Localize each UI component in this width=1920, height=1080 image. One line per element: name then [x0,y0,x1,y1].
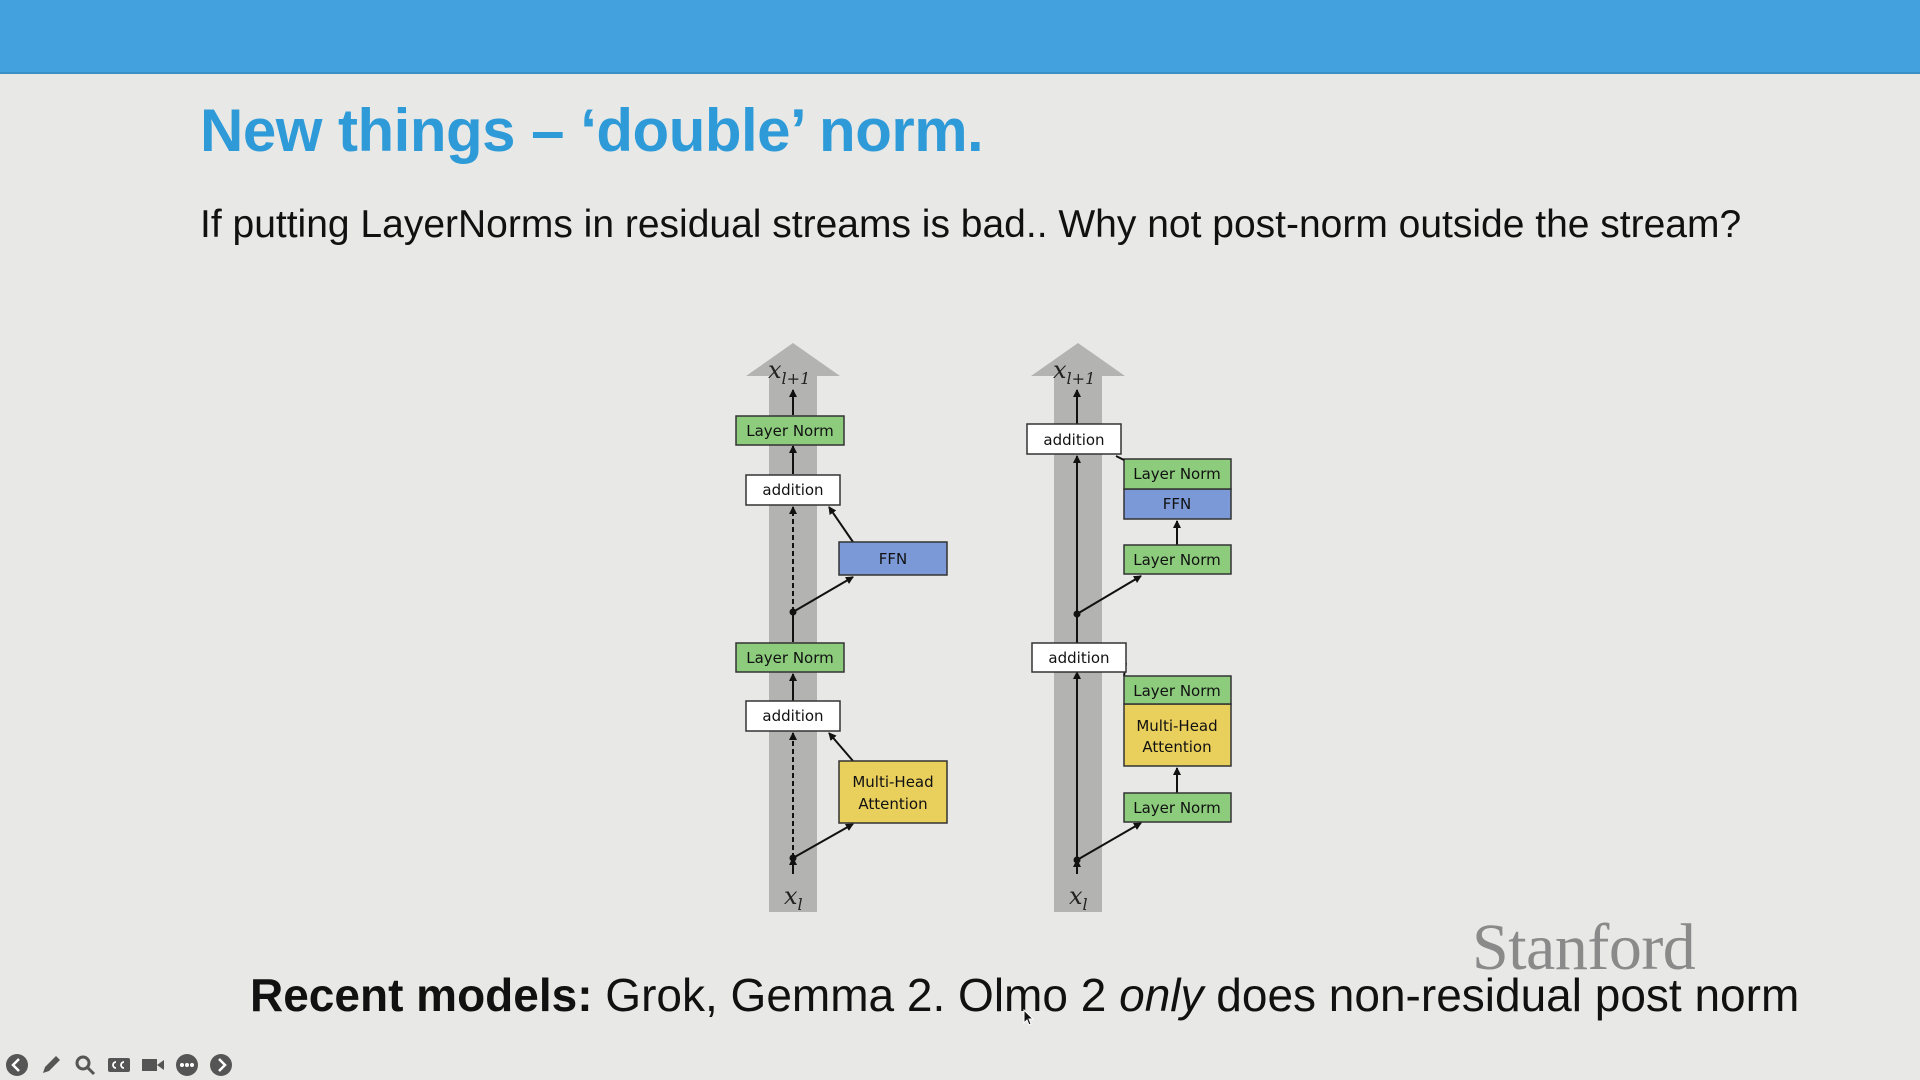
previous-button[interactable] [4,1052,30,1078]
stanford-logo: Stanford [1472,911,1696,984]
right-ffn-label: FFN [1163,495,1191,513]
right-mha-post-norm-box [1123,675,1232,705]
left-mha-label-1: Multi-Head [852,773,933,791]
slide-subtitle: If putting LayerNorms in residual stream… [200,203,1742,246]
right-addition-bottom-label: addition [1048,649,1109,667]
right-block: xl+1 xl Layer Norm Multi-Head Attention … [1026,343,1232,914]
mouse-cursor-icon [1023,1009,1035,1026]
left-mha-box [838,760,948,824]
left-ffn-label: FFN [879,550,907,568]
zoom-icon [75,1055,96,1076]
left-addition-bottom-label: addition [762,707,823,725]
right-ffn-pre-norm-label: Layer Norm [1133,551,1221,569]
left-layer-norm-mid-box [735,642,845,673]
camera-button[interactable] [140,1052,166,1078]
recent-models-lead: Recent models: [250,969,593,1021]
zoom-button[interactable] [72,1052,98,1078]
previous-icon [6,1054,28,1076]
right-mha-post-norm-label: Layer Norm [1133,682,1221,700]
more-icon [176,1054,198,1076]
right-branch-2 [1076,575,1142,615]
left-addition-top-label: addition [762,481,823,499]
left-stream-arrowhead [746,343,840,376]
right-ffn-pre-norm-box [1123,544,1232,575]
right-bottom-label: xl [1069,882,1088,914]
recent-models-line: Recent models: Grok, Gemma 2. Olmo 2 onl… [250,968,1799,1022]
more-button[interactable] [174,1052,200,1078]
right-mha-pre-norm-label: Layer Norm [1133,799,1221,817]
pen-icon [43,1056,60,1073]
left-mha-out [828,732,854,762]
left-ffn-out [828,506,854,543]
left-addition-bottom-box [745,700,841,732]
right-branch-1 [1076,822,1142,861]
recent-models-part1: Grok, Gemma 2. Olmo 2 [592,969,1120,1021]
left-branch-2 [792,576,854,613]
camera-icon [142,1059,164,1071]
right-ffn-post-norm-out [1115,455,1125,461]
right-top-label: xl+1 [1053,356,1095,388]
left-addition-top-box [745,474,841,506]
slide-title: New things – ‘double’ norm. [200,97,984,164]
player-controls [4,1052,234,1078]
right-ffn-post-norm-box [1123,458,1232,490]
captions-button[interactable] [106,1052,132,1078]
captions-icon [108,1058,130,1072]
top-bar [0,0,1920,74]
left-mha-label-2: Attention [858,795,927,813]
right-ffn-box [1123,488,1232,520]
right-addition-bottom-box [1031,642,1127,673]
left-branch-1 [792,823,854,859]
recent-models-emphasis: only [1119,969,1204,1021]
recent-models-part2: does non-residual post norm [1203,969,1800,1021]
right-mha-box [1123,703,1232,767]
left-ffn-box [838,541,948,576]
left-block: xl+1 xl Multi-Head Attention addition La… [735,343,948,914]
right-stream-arrowhead [1031,343,1125,376]
left-top-label: xl+1 [768,356,810,388]
right-mha-pre-norm-box [1123,792,1232,823]
left-layer-norm-top-box [735,415,845,446]
left-layer-norm-mid-label: Layer Norm [746,649,834,667]
pen-button[interactable] [38,1052,64,1078]
next-icon [210,1054,232,1076]
right-addition-top-label: addition [1043,431,1104,449]
right-mha-label-2: Attention [1142,738,1211,756]
left-bottom-label: xl [784,882,803,914]
left-layer-norm-top-label: Layer Norm [746,422,834,440]
next-button[interactable] [208,1052,234,1078]
right-ffn-post-norm-label: Layer Norm [1133,465,1221,483]
right-addition-top-box [1026,423,1122,455]
right-mha-label-1: Multi-Head [1136,717,1217,735]
